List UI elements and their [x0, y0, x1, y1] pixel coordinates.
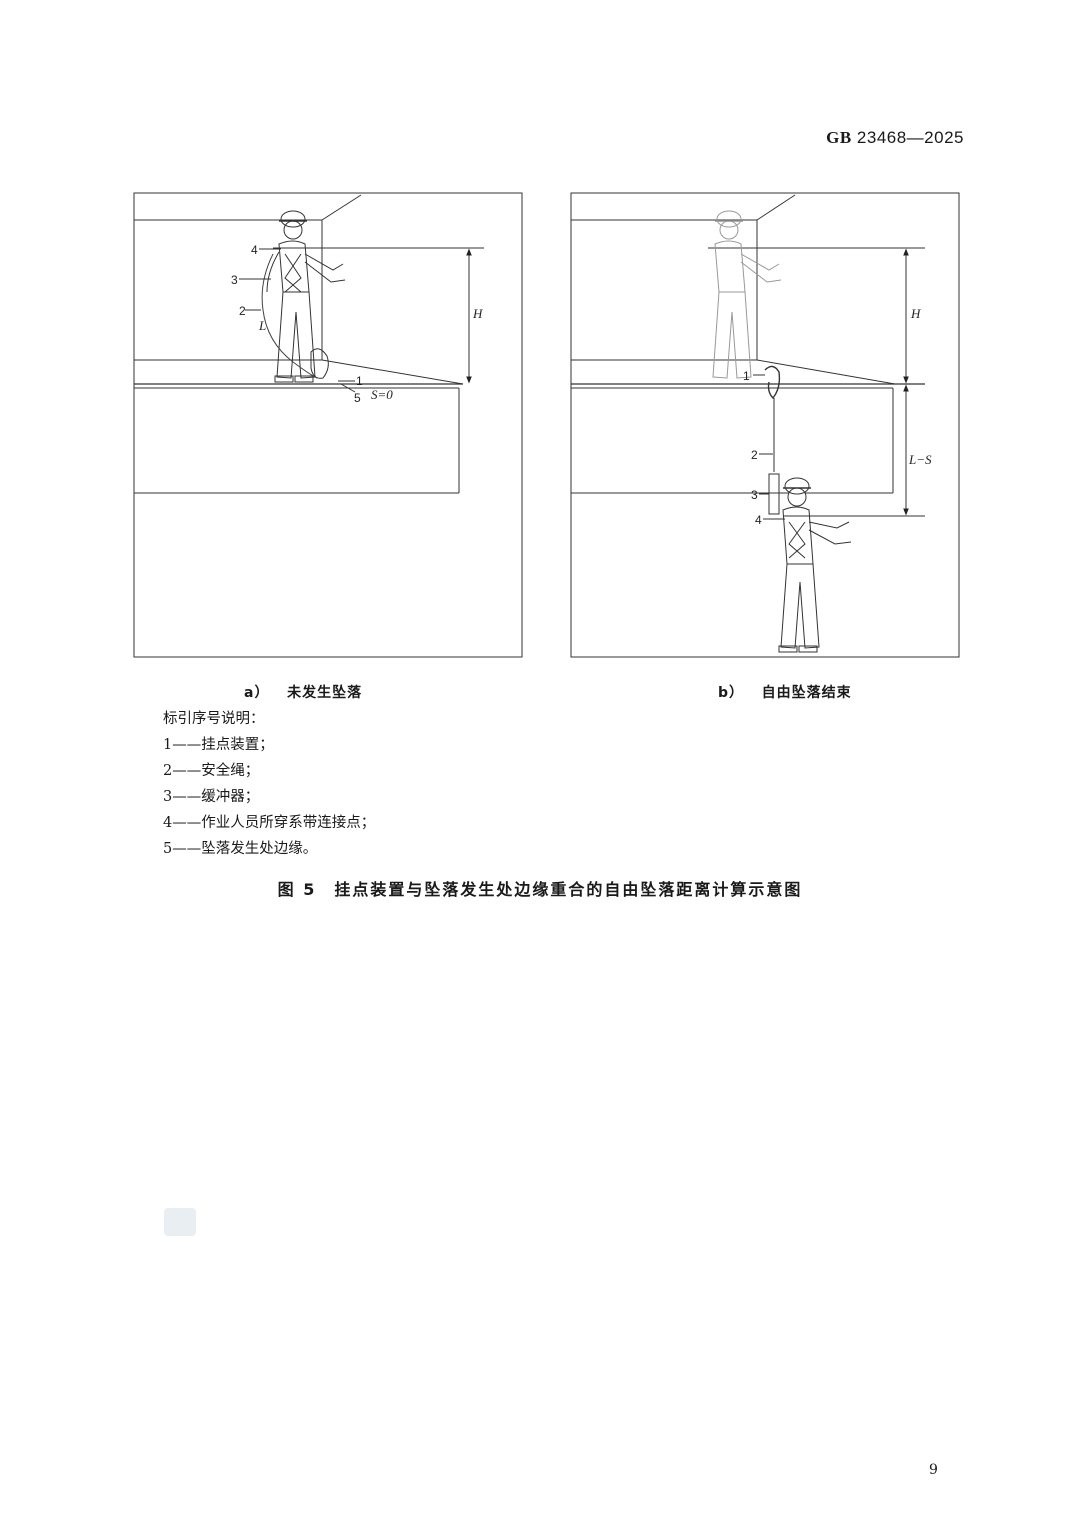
- legend: 标引序号说明： 1——挂点装置； 2——安全绳； 3——缓冲器； 4——作业人员…: [163, 706, 375, 862]
- legend-item: 2——安全绳；: [163, 763, 260, 779]
- figure-5-diagram: 4 3 2 L 1 5 S=0 H: [133, 192, 963, 660]
- standard-code: GB 23468—2025: [826, 128, 964, 148]
- panel-a-frame: [133, 192, 523, 658]
- watermark-logo: [164, 1208, 196, 1236]
- standard-number: 23468—2025: [856, 128, 964, 147]
- panel-b-frame: [570, 192, 960, 658]
- callout-b-1: 1: [743, 369, 750, 383]
- legend-item: 3——缓冲器；: [163, 789, 260, 805]
- label-a-S: S=0: [371, 387, 393, 402]
- legend-item: 1——挂点装置；: [163, 737, 274, 753]
- callout-a-3: 3: [231, 273, 238, 287]
- figure-title: 图 5 挂点装置与坠落发生处边缘重合的自由坠落距离计算示意图: [277, 880, 803, 899]
- callout-a-4: 4: [251, 243, 258, 257]
- panel-b-labels: 1 2 3 4 H L−S: [743, 306, 932, 527]
- panel-a-labels: 4 3 2 L 1 5 S=0 H: [231, 243, 483, 405]
- panel-b: [570, 192, 960, 658]
- caption-panel-a: a） 未发生坠落: [244, 682, 362, 702]
- dim-b-H: H: [910, 306, 921, 321]
- callout-b-2: 2: [751, 448, 758, 462]
- legend-item: 4——作业人员所穿系带连接点；: [163, 815, 376, 831]
- callout-a-2: 2: [239, 304, 246, 318]
- panel-a: [133, 192, 523, 658]
- diagram-svg: 4 3 2 L 1 5 S=0 H: [133, 192, 960, 658]
- caption-b-letter: b）: [718, 685, 745, 701]
- worker-figure-a: [266, 210, 346, 383]
- caption-a-text: 未发生坠落: [287, 685, 363, 701]
- callout-a-5: 5: [354, 391, 361, 405]
- caption-b-text: 自由坠落结束: [761, 685, 852, 701]
- label-a-L: L: [258, 318, 266, 333]
- caption-a-letter: a）: [244, 685, 270, 701]
- legend-item: 5——坠落发生处边缘。: [163, 841, 318, 857]
- callout-b-3: 3: [751, 488, 758, 502]
- ghost-worker-figure-b: [712, 210, 782, 379]
- callout-b-4: 4: [755, 513, 762, 527]
- callout-a-1: 1: [356, 374, 363, 388]
- dim-b-LS: L−S: [908, 452, 932, 467]
- legend-title: 标引序号说明：: [163, 711, 265, 727]
- dim-a-H: H: [472, 306, 483, 321]
- standard-prefix: GB: [826, 128, 852, 147]
- fallen-worker-figure-b: [778, 477, 852, 653]
- page-number: 9: [929, 1462, 938, 1478]
- caption-panel-b: b） 自由坠落结束: [718, 682, 852, 702]
